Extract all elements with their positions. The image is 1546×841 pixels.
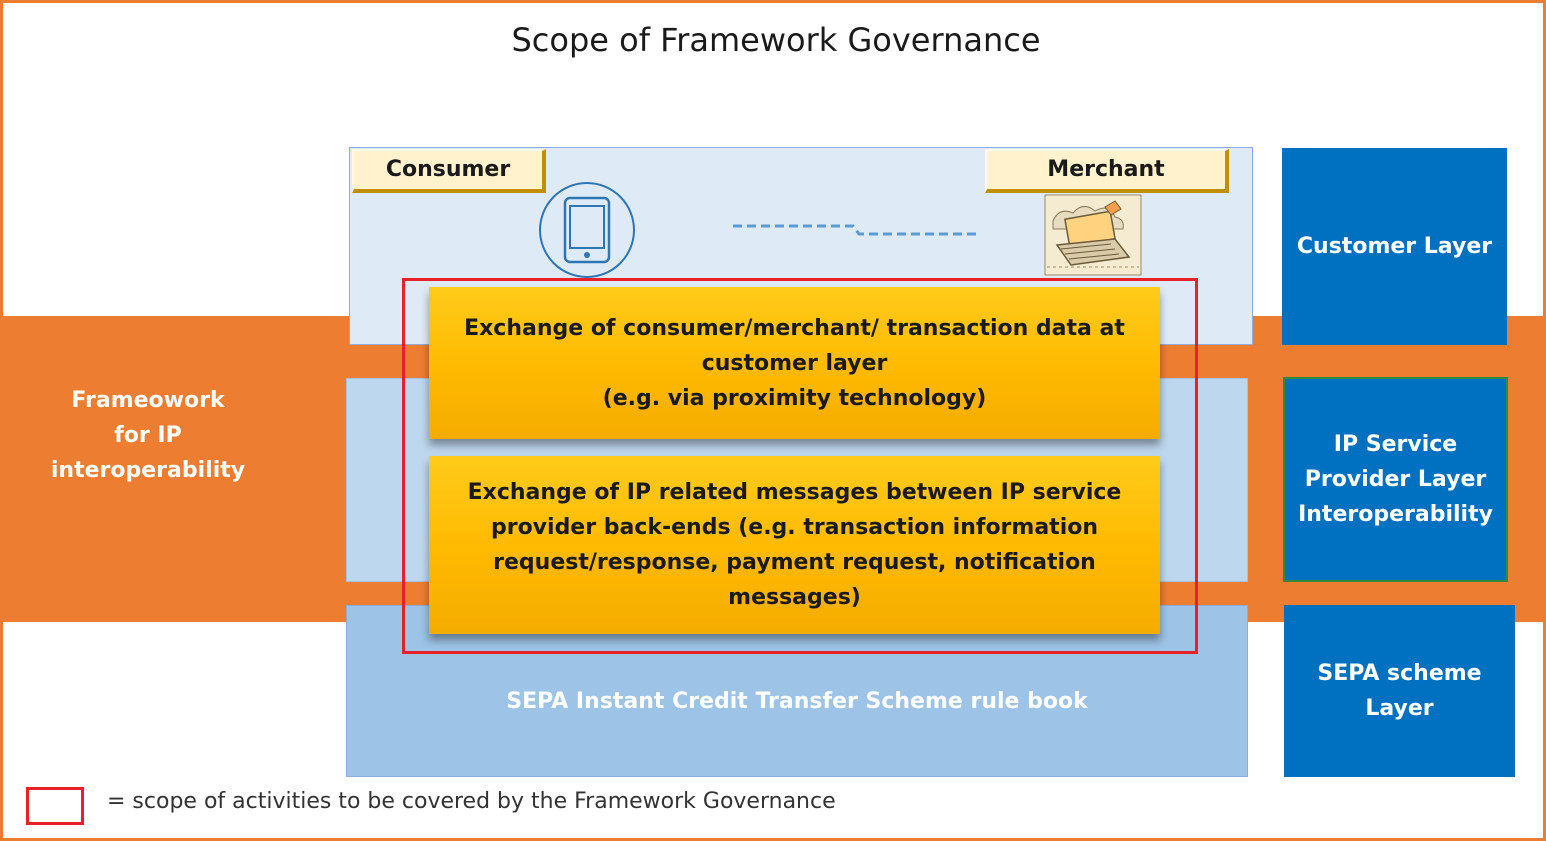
shop-checkout-illustration [1044,194,1142,276]
framework-band-label: Frameowork for IP interoperability [50,388,246,483]
mobile-phone-icon [539,182,635,278]
sepa-scheme-layer-label: SEPA scheme Layer [1317,661,1482,721]
governance-scope-outline [402,278,1198,654]
connection-line [733,224,981,236]
consumer-tag: Consumer [352,149,546,193]
ip-message-exchange-text: Exchange of IP related messages between … [467,480,1122,610]
customer-data-exchange-text: Exchange of consumer/merchant/ transacti… [464,315,1125,411]
ip-message-exchange-box: Exchange of IP related messages between … [429,456,1160,634]
customer-layer-label: Customer Layer [1296,234,1493,259]
diagram-title: Scope of Framework Governance [511,21,1041,59]
ip-service-provider-layer-box: IP Service Provider Layer Interoperabili… [1283,377,1508,582]
legend-text: = scope of activities to be covered by t… [107,789,836,814]
customer-layer-box: Customer Layer [1282,148,1507,345]
legend-swatch [26,787,84,825]
merchant-tag: Merchant [985,149,1229,193]
sepa-scheme-layer-box: SEPA scheme Layer [1284,605,1515,777]
ip-service-provider-layer-label: IP Service Provider Layer Interoperabili… [1298,432,1493,527]
customer-data-exchange-box: Exchange of consumer/merchant/ transacti… [429,287,1160,439]
sepa-rulebook-label: SEPA Instant Credit Transfer Scheme rule… [506,689,1088,714]
